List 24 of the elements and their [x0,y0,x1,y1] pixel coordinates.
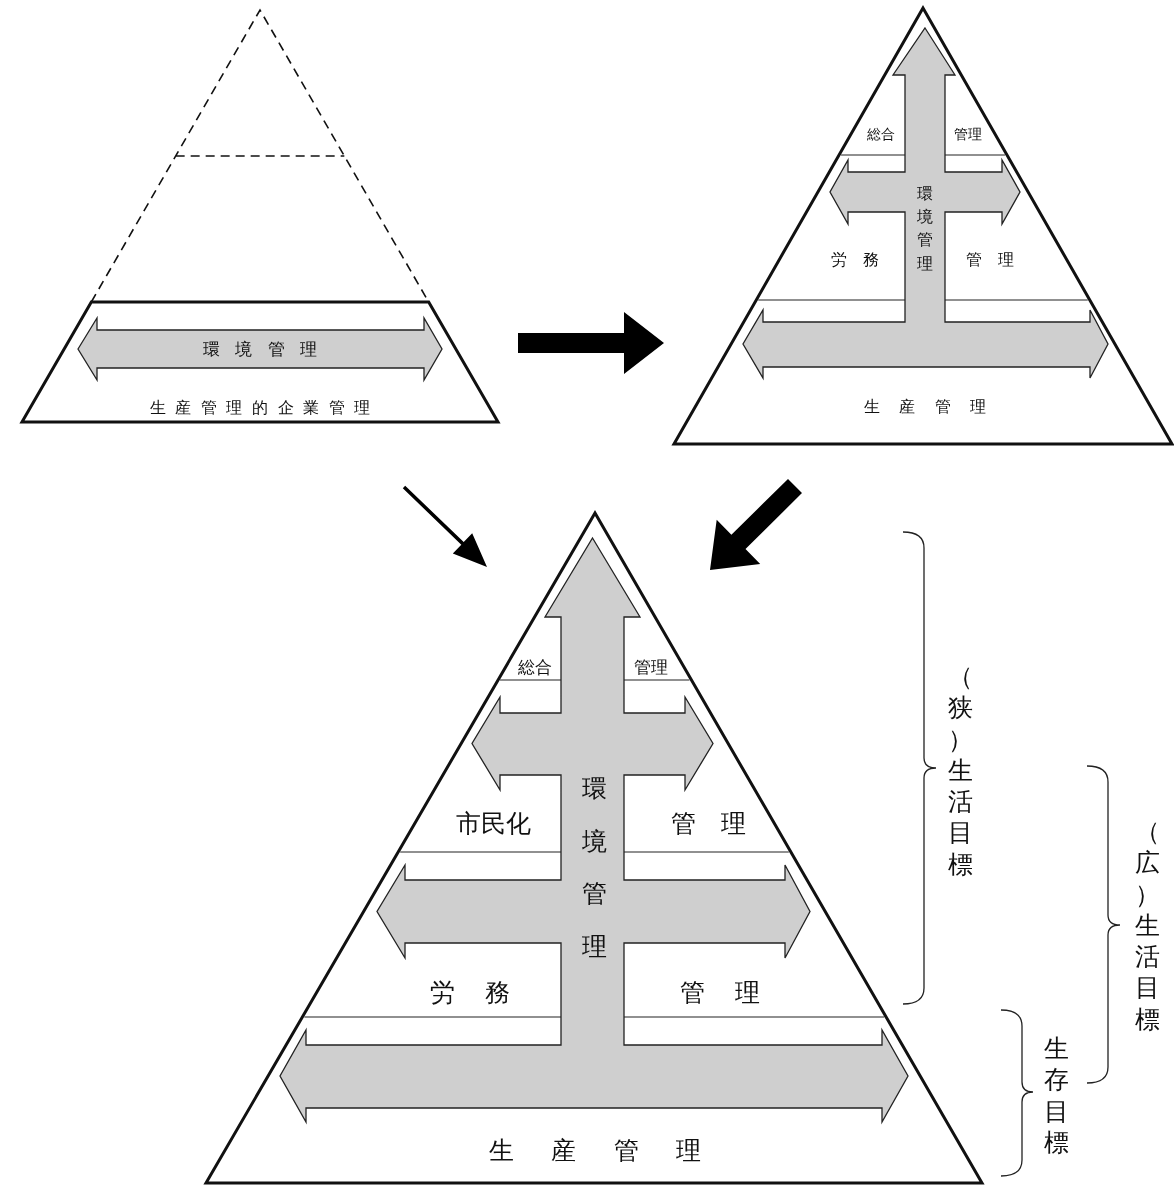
band-label: 市民化 [455,810,531,836]
arrow [402,485,487,567]
band-label: 労務 [830,252,895,268]
band-label: 総合 [518,658,552,676]
band-label: 総合 [867,127,895,141]
band-label: 管理 [634,658,668,676]
arrow [518,312,664,374]
band-label: 労務 [429,979,540,1005]
band-label: 管理 [965,252,1030,268]
band-label: 生産管理的企業管理 [148,400,380,416]
arrow [710,478,802,570]
brace-label: （広）生活目標 [1134,815,1160,1035]
pyramid [202,509,986,1187]
band-label: 生産管理 [487,1137,739,1163]
arrow-label: 環境管理 [917,182,933,275]
band-label: 管理 [954,127,982,141]
pyramid [670,4,1174,446]
band-label: 管理 [679,979,790,1005]
band-label: 生産管理 [863,399,1005,415]
brace-label: 生存目標 [1043,1032,1069,1158]
arrow-label: 環境管理 [202,340,333,358]
arrow-label: 環境管理 [581,773,607,963]
band-label: 管理 [669,810,771,836]
brace-label: （狭）生活目標 [947,660,973,880]
